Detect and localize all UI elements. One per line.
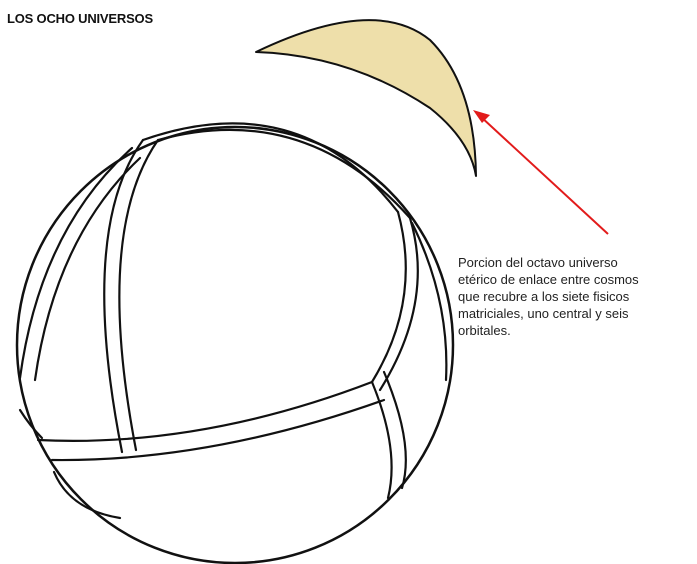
sphere-seams bbox=[20, 123, 446, 518]
annotation-line: orbitales. bbox=[458, 322, 694, 339]
annotation-line: que recubre a los siete fisicos bbox=[458, 288, 694, 305]
pointer-arrowhead bbox=[473, 110, 490, 123]
pointer-arrow bbox=[480, 116, 608, 234]
annotation-line: matriciales, uno central y seis bbox=[458, 305, 694, 322]
annotation-text: Porcion del octavo universo etérico de e… bbox=[458, 254, 694, 339]
octave-universe-crescent bbox=[256, 20, 476, 176]
annotation-line: Porcion del octavo universo bbox=[458, 254, 694, 271]
annotation-line: etérico de enlace entre cosmos bbox=[458, 271, 694, 288]
